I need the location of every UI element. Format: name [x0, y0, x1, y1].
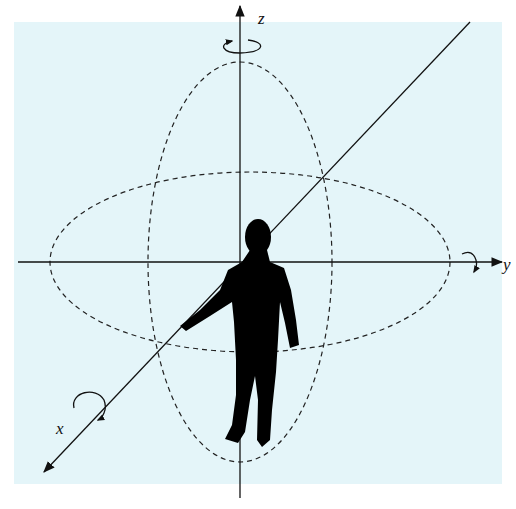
x-axis [44, 22, 470, 472]
x-axis-label: x [56, 420, 64, 437]
human-silhouette [180, 219, 299, 447]
x-rotation-arrow [74, 392, 106, 420]
y-rotation-arrow [462, 253, 476, 272]
background-panel [14, 22, 502, 484]
y-axis-label: y [503, 256, 511, 273]
z-axis-label: z [258, 10, 265, 27]
z-rotation-arrow [224, 40, 261, 53]
